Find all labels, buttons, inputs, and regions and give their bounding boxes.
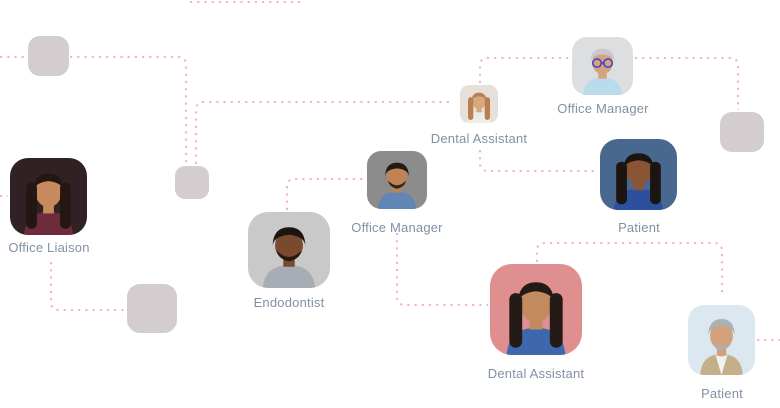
person-node-patient-middle: Patient [600,139,677,235]
dotted-connector-dental-assistant-top-to-office-manager-top [478,56,570,83]
person-node-office-liaison: Office Liaison [8,158,89,255]
dotted-connector-office-manager-top-to-placeholder-right [635,56,740,110]
person-node-dental-assistant-top: Dental Assistant [431,85,527,146]
dotted-connector-placeholder-middle-left-to-dental-assistant-top [194,100,452,164]
office-manager-middle-label: Office Manager [351,220,443,235]
dotted-connector-office-manager-middle-to-dental-assistant-bottom [395,233,488,307]
person-node-dental-assistant-bottom: Dental Assistant [488,264,584,381]
dental-assistant-top-label: Dental Assistant [430,131,528,146]
dental-assistant-bottom-label: Dental Assistant [487,366,585,381]
person-node-office-manager-top: Office Manager [557,37,649,116]
dotted-connector-placeholder-top-left-to-placeholder-middle-left [70,55,188,164]
endodontist-photo[interactable] [248,212,330,288]
patient-middle-label: Patient [618,220,660,235]
office-liaison-photo[interactable] [10,158,87,235]
endodontist-label: Endodontist [253,295,325,310]
patient-middle-photo[interactable] [600,139,677,210]
placeholder-right [720,112,764,152]
dotted-connector-dental-assistant-top-to-patient-middle [478,150,597,173]
person-node-patient-bottom: Patient [688,305,755,401]
dental-assistant-bottom-photo[interactable] [490,264,582,355]
placeholder-top-left [28,36,69,76]
office-manager-middle-photo[interactable] [367,151,427,209]
dental-assistant-top-photo[interactable] [460,85,498,123]
office-manager-top-label: Office Manager [557,101,649,116]
patient-bottom-photo[interactable] [688,305,755,375]
patient-bottom-label: Patient [701,386,743,401]
office-liaison-label: Office Liaison [8,240,90,255]
dotted-connector-office-liaison-to-placeholder-bottom-left [49,262,125,312]
placeholder-bottom-left [127,284,177,333]
person-node-endodontist: Endodontist [248,212,330,310]
person-node-office-manager-middle: Office Manager [351,151,443,235]
office-manager-top-photo[interactable] [572,37,633,95]
dotted-connector-endodontist-to-office-manager-middle [285,177,363,210]
placeholder-middle-left [175,166,209,199]
dotted-connector-dental-assistant-bottom-to-patient-bottom [535,241,724,294]
